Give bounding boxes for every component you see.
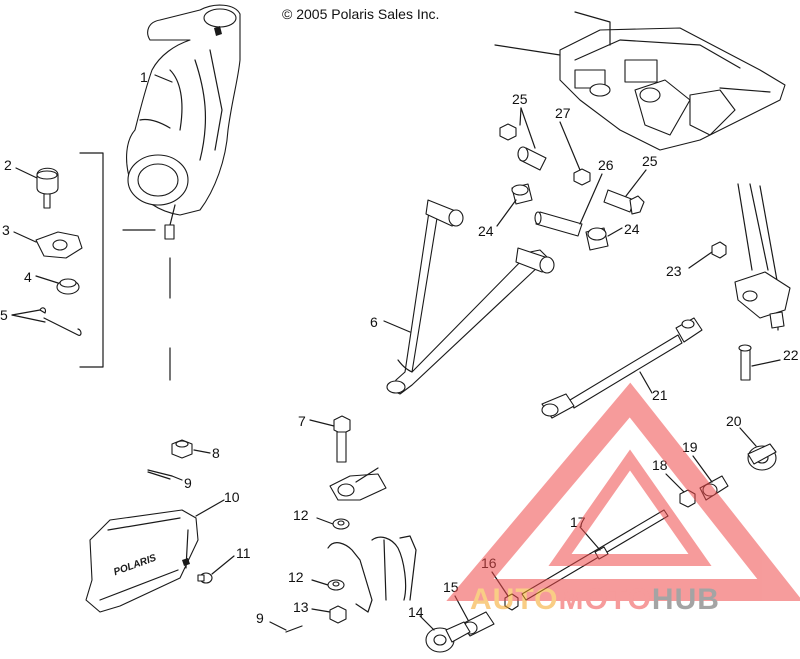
cotter-pin — [39, 307, 82, 336]
bolt-22 — [738, 344, 752, 381]
chassis-frame — [494, 11, 786, 151]
callout-1: 1 — [140, 69, 148, 85]
rod-end-14 — [425, 621, 471, 653]
callout-18: 18 — [652, 457, 668, 473]
rod-end-15 — [461, 611, 495, 637]
sleeve-26 — [534, 211, 583, 237]
ball-joint — [36, 167, 59, 209]
bolt-25b — [603, 189, 645, 215]
bushing-24a — [511, 183, 533, 205]
callout-19: 19 — [682, 439, 698, 455]
callout-6: 6 — [370, 314, 378, 330]
callout-23: 23 — [666, 263, 682, 279]
callout-3: 3 — [2, 222, 10, 238]
callout-11: 11 — [236, 545, 251, 561]
nut-13 — [329, 605, 347, 624]
watermark-auto: AUTO — [470, 583, 558, 616]
callout-27: 27 — [555, 105, 571, 121]
spindle-knuckle — [126, 4, 241, 240]
a-arm-guard: POLARIS — [85, 509, 199, 613]
watermark-hub: HUB — [652, 583, 720, 616]
washer-12b — [327, 579, 345, 591]
cotter-pin-9a — [147, 469, 173, 480]
watermark: AUTOMOTOHUB — [446, 382, 800, 616]
callout-25a: 25 — [512, 91, 528, 107]
callout-21: 21 — [652, 387, 668, 403]
bolt-25a — [499, 123, 547, 171]
watermark-text: AUTOMOTOHUB — [470, 583, 720, 616]
a-arm — [386, 199, 555, 395]
callout-20: 20 — [726, 413, 742, 429]
bolt-11 — [197, 572, 213, 584]
bushing-24b — [585, 227, 609, 251]
callout-25b: 25 — [642, 153, 658, 169]
callout-22: 22 — [783, 347, 799, 363]
callout-10: 10 — [224, 489, 240, 505]
nut-27 — [573, 168, 591, 186]
callout-12b: 12 — [288, 569, 304, 585]
callout-8: 8 — [212, 445, 220, 461]
callout-12a: 12 — [293, 507, 309, 523]
rod-end-20 — [747, 443, 777, 471]
callout-24a: 24 — [478, 223, 494, 239]
castle-nut-8 — [171, 439, 193, 459]
copyright-text: © 2005 Polaris Sales Inc. — [282, 6, 439, 22]
retainer-plate — [35, 231, 83, 259]
callout-9b: 9 — [256, 610, 264, 626]
callout-14: 14 — [408, 604, 424, 620]
callout-9a: 9 — [184, 475, 192, 491]
steering-arm — [327, 467, 417, 613]
bolt-7 — [333, 415, 351, 463]
callout-26: 26 — [598, 157, 614, 173]
callout-24b: 24 — [624, 221, 640, 237]
callout-13: 13 — [293, 599, 309, 615]
callout-7: 7 — [298, 413, 306, 429]
watermark-triangle-icon — [446, 382, 800, 601]
tie-rod — [541, 317, 703, 419]
nut-23 — [711, 241, 727, 259]
steering-post — [734, 183, 791, 331]
cotter-pin-9b — [285, 625, 303, 633]
callout-4: 4 — [24, 269, 32, 285]
watermark-moto: MOTO — [558, 583, 651, 616]
callout-5: 5 — [0, 307, 8, 323]
washer-12a — [332, 518, 350, 530]
seal-cap — [56, 278, 80, 295]
callout-2: 2 — [4, 157, 12, 173]
